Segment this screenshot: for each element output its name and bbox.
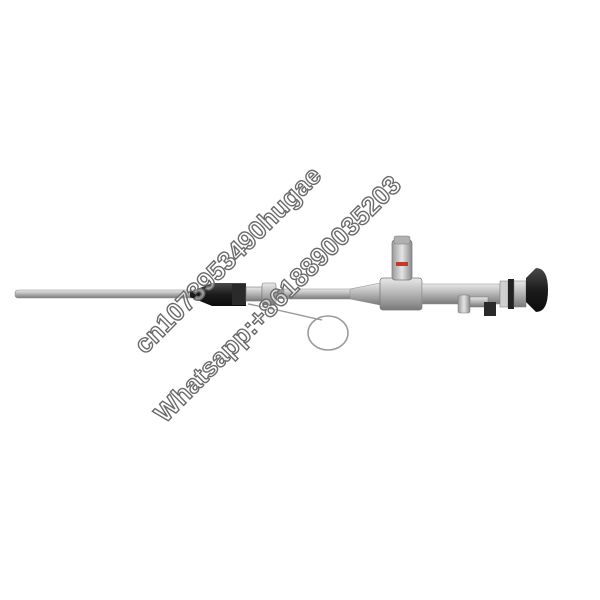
endoscope-body — [379, 277, 423, 311]
endoscope-valve — [457, 294, 471, 314]
endoscope-light-post — [391, 239, 413, 281]
endoscope-wire — [247, 303, 323, 321]
endoscope-eyepiece — [526, 268, 548, 312]
endoscope-wire-loop — [307, 315, 349, 351]
endoscope-taper — [349, 282, 381, 306]
